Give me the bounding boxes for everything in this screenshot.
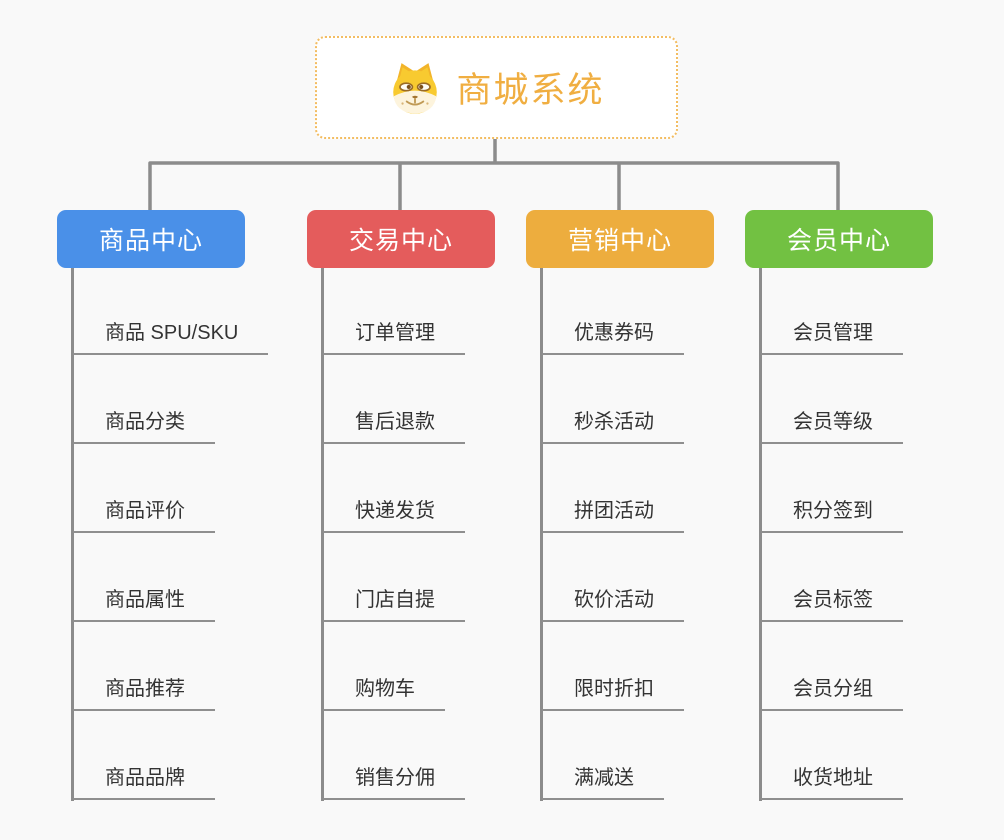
subtopic-limited-time-discount[interactable]: 限时折扣 (542, 675, 684, 711)
subtopic-member-tag[interactable]: 会员标签 (761, 586, 903, 622)
subtopic-product-recommend[interactable]: 商品推荐 (73, 675, 215, 711)
subtopic-group-buy[interactable]: 拼团活动 (542, 497, 684, 533)
subtopic-full-reduction[interactable]: 满减送 (542, 764, 664, 800)
branch-spine (71, 268, 74, 801)
branch-spine (321, 268, 324, 801)
branch-topic-member-center[interactable]: 会员中心 (745, 210, 933, 268)
subtopic-order-management[interactable]: 订单管理 (323, 319, 465, 355)
subtopic-member-level[interactable]: 会员等级 (761, 408, 903, 444)
subtopic-bargain-activity[interactable]: 砍价活动 (542, 586, 684, 622)
subtopic-product-attribute[interactable]: 商品属性 (73, 586, 215, 622)
subtopic-points-checkin[interactable]: 积分签到 (761, 497, 903, 533)
branch-marketing-center: 营销中心 优惠券码 秒杀活动 拼团活动 砍价活动 限时折扣 满减送 (526, 210, 776, 810)
subtopic-product-brand[interactable]: 商品品牌 (73, 764, 215, 800)
subtopic-product-review[interactable]: 商品评价 (73, 497, 215, 533)
subtopic-sales-commission[interactable]: 销售分佣 (323, 764, 465, 800)
subtopic-aftersale-refund[interactable]: 售后退款 (323, 408, 465, 444)
doge-dog-icon (393, 62, 438, 114)
subtopic-coupon-code[interactable]: 优惠券码 (542, 319, 684, 355)
branch-spine (759, 268, 762, 801)
root-topic-title: 商城系统 (456, 71, 605, 110)
subtopic-product-category[interactable]: 商品分类 (73, 408, 215, 444)
subtopic-express-delivery[interactable]: 快递发货 (323, 497, 465, 533)
branch-topic-product-center[interactable]: 商品中心 (57, 210, 245, 268)
root-topic[interactable]: 商城系统 (315, 36, 678, 139)
branch-topic-trade-center[interactable]: 交易中心 (307, 210, 495, 268)
branch-topic-marketing-center[interactable]: 营销中心 (526, 210, 714, 268)
subtopic-flash-sale[interactable]: 秒杀活动 (542, 408, 684, 444)
subtopic-shopping-cart[interactable]: 购物车 (323, 675, 445, 711)
subtopic-member-group[interactable]: 会员分组 (761, 675, 903, 711)
subtopic-shipping-address[interactable]: 收货地址 (761, 764, 903, 800)
subtopic-store-pickup[interactable]: 门店自提 (323, 586, 465, 622)
branch-trade-center: 交易中心 订单管理 售后退款 快递发货 门店自提 购物车 销售分佣 (307, 210, 557, 810)
branch-spine (540, 268, 543, 801)
branch-product-center: 商品中心 商品 SPU/SKU 商品分类 商品评价 商品属性 商品推荐 商品品牌 (57, 210, 307, 810)
branch-member-center: 会员中心 会员管理 会员等级 积分签到 会员标签 会员分组 收货地址 (745, 210, 995, 810)
subtopic-member-management[interactable]: 会员管理 (761, 319, 903, 355)
subtopic-product-spu-sku[interactable]: 商品 SPU/SKU (73, 319, 269, 355)
